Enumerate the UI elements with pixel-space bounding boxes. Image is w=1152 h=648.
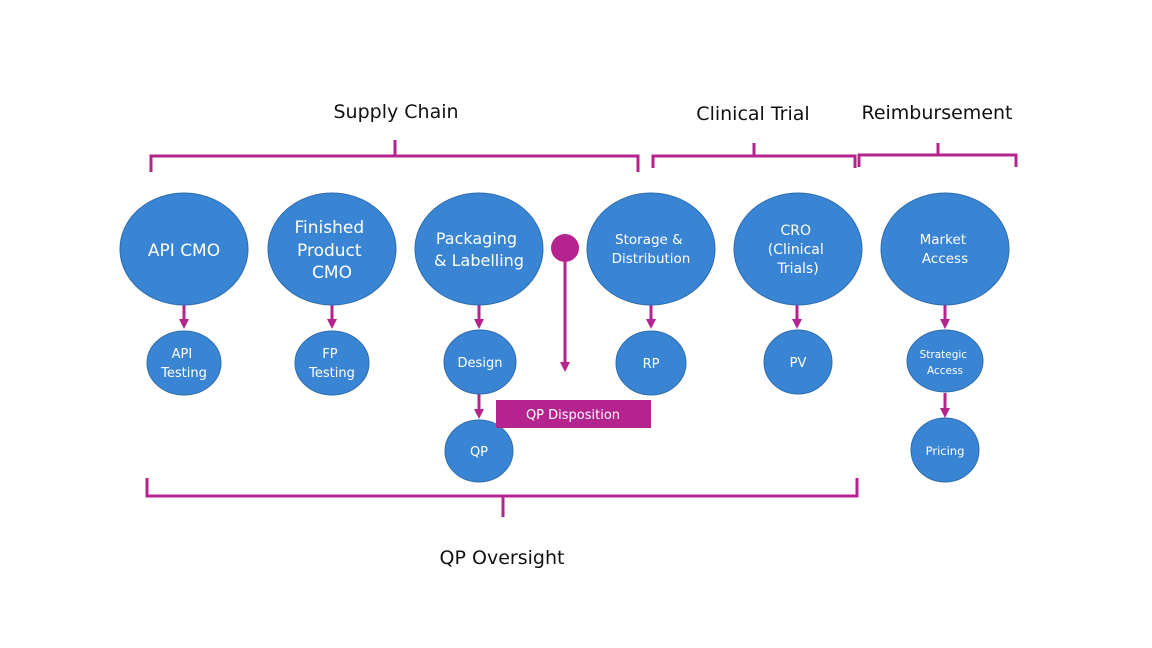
bracket-supply-chain xyxy=(149,140,640,172)
node-cro-clinical-trials[interactable]: CRO (Clinical Trials) xyxy=(733,192,863,306)
svg-text:Strategic Access: Strategic Access xyxy=(920,349,971,377)
node-label-line: Trials) xyxy=(776,261,818,277)
node-fp-testing[interactable]: FP Testing xyxy=(294,330,370,396)
svg-text:Packaging & Labelling: Packaging & Labelling xyxy=(434,229,524,270)
group-label-reimbursement: Reimbursement xyxy=(861,102,1012,124)
node-packaging-labelling[interactable]: Packaging & Labelling xyxy=(414,192,544,306)
node-label-line: Product xyxy=(297,241,362,261)
node-label-line: & Labelling xyxy=(434,251,524,270)
svg-text:PV: PV xyxy=(790,356,807,371)
node-api-testing[interactable]: API Testing xyxy=(146,330,222,396)
bracket-qp-oversight xyxy=(145,478,859,517)
node-label-line: (Clinical xyxy=(768,242,824,258)
node-market-access[interactable]: Market Access xyxy=(880,192,1010,306)
node-label-line: Access xyxy=(922,251,968,267)
node-pv[interactable]: PV xyxy=(763,329,833,395)
node-label-line: CMO xyxy=(312,263,352,283)
group-label-clinical-trial: Clinical Trial xyxy=(696,103,809,125)
group-label-qp-oversight: QP Oversight xyxy=(440,547,565,569)
node-label-line: Market xyxy=(920,232,966,248)
node-pricing[interactable]: Pricing xyxy=(910,417,980,483)
node-label-line: Strategic xyxy=(920,349,968,361)
node-label-line: Pricing xyxy=(926,444,965,458)
connector-dot xyxy=(551,234,579,262)
svg-text:RP: RP xyxy=(643,357,660,372)
node-storage-distribution[interactable]: Storage & Distribution xyxy=(586,192,716,306)
node-label-line: API xyxy=(172,347,193,362)
node-label-line: PV xyxy=(790,356,807,371)
node-label-line: Finished xyxy=(294,218,364,238)
svg-text:Pricing: Pricing xyxy=(926,444,965,458)
qp-disposition-box[interactable]: QP Disposition xyxy=(496,400,651,428)
svg-text:API CMO: API CMO xyxy=(148,241,220,261)
node-label-line: Testing xyxy=(160,366,207,381)
svg-text:FP Testing: FP Testing xyxy=(308,347,355,381)
svg-text:CRO (Clinical Tria: CRO (Clinical Trials) xyxy=(768,223,828,277)
node-qp[interactable]: QP xyxy=(444,419,514,483)
node-label-line: RP xyxy=(643,357,660,372)
qp-disposition-label: QP Disposition xyxy=(526,408,620,423)
svg-text:Market Access: Market Access xyxy=(920,232,971,267)
bracket-reimbursement xyxy=(857,143,1018,167)
svg-text:Storage & Distribution: Storage & Distribution xyxy=(612,232,691,267)
node-finished-product-cmo[interactable]: Finished Product CMO xyxy=(267,192,397,306)
node-label-line: Design xyxy=(458,356,503,371)
node-label-line: QP xyxy=(470,445,488,460)
node-label-line: Storage & xyxy=(615,232,683,248)
node-api-cmo[interactable]: API CMO xyxy=(119,192,249,306)
node-label-line: Testing xyxy=(308,366,355,381)
node-label-line: API CMO xyxy=(148,241,220,261)
node-design[interactable]: Design xyxy=(443,329,517,395)
svg-text:QP: QP xyxy=(470,445,488,460)
node-strategic-access[interactable]: Strategic Access xyxy=(906,329,984,393)
svg-text:Design: Design xyxy=(458,356,503,371)
node-label-line: Distribution xyxy=(612,251,691,267)
group-label-supply-chain: Supply Chain xyxy=(333,101,458,123)
bracket-clinical-trial xyxy=(651,143,857,168)
svg-text:Finished Product C: Finished Product CMO xyxy=(294,218,369,283)
node-label-line: FP xyxy=(322,347,337,362)
node-label-line: Access xyxy=(927,365,963,377)
node-rp[interactable]: RP xyxy=(615,330,687,396)
svg-text:API Testing: API Testing xyxy=(160,347,207,381)
node-label-line: Packaging xyxy=(436,229,517,248)
node-label-line: CRO xyxy=(781,223,812,239)
